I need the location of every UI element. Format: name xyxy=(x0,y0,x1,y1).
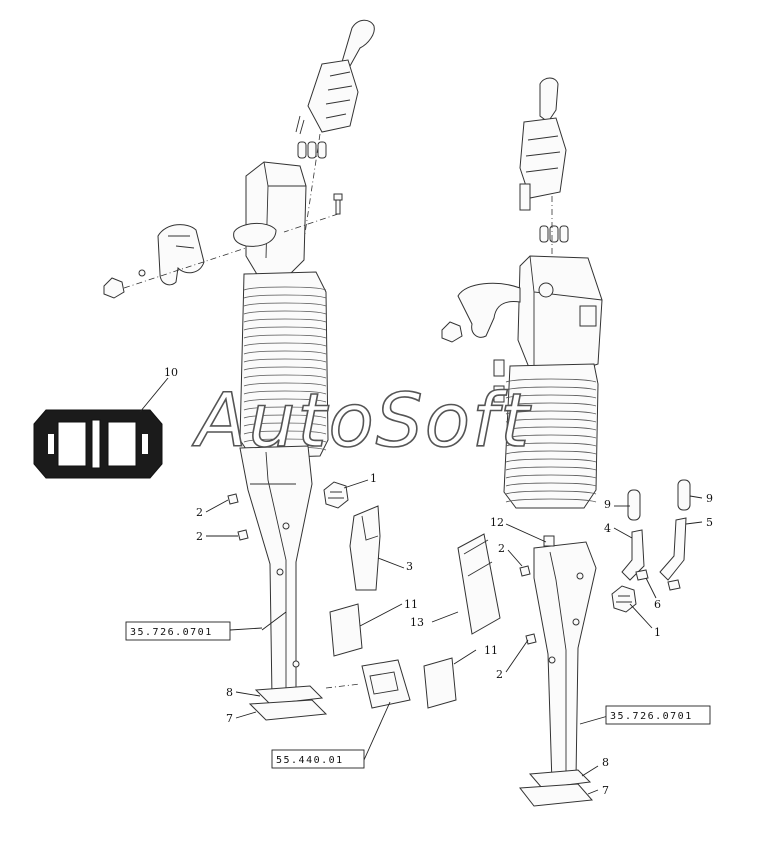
bellows-rib xyxy=(505,402,597,407)
callout-10: 10 xyxy=(164,366,178,379)
bellows-rib xyxy=(505,490,597,495)
right-bellows-boot xyxy=(503,363,599,509)
bellows-rib xyxy=(505,450,597,455)
left-bracket-55-440 xyxy=(361,659,411,709)
bellows-rib xyxy=(243,310,327,315)
bellows-rib xyxy=(243,366,327,371)
bellows-rib xyxy=(505,410,597,415)
callout-1-left: 1 xyxy=(370,472,377,485)
bellows-rib xyxy=(243,422,327,427)
callout-2-right-b: 2 xyxy=(496,668,503,681)
bellows-rib xyxy=(243,382,327,387)
callout-5: 5 xyxy=(706,516,713,529)
bellows-rib xyxy=(243,302,327,307)
left-column-tube xyxy=(239,445,313,699)
right-side-tabs xyxy=(493,305,597,403)
left-column-head xyxy=(233,161,307,279)
callout-4: 4 xyxy=(604,522,611,535)
bellows-rib xyxy=(505,378,597,383)
bellows-rib xyxy=(505,458,597,463)
right-connector-clips xyxy=(539,225,569,243)
callout-8-right: 8 xyxy=(602,756,609,769)
left-joystick-handle xyxy=(295,19,375,135)
right-screws-part-2 xyxy=(519,565,537,645)
panel-part-10 xyxy=(33,409,163,479)
left-knob xyxy=(103,269,146,299)
bellows-rib xyxy=(243,318,327,323)
ref-label-left-bracket: 55.440.01 xyxy=(276,755,344,766)
right-knob xyxy=(441,321,463,343)
bellows-rib xyxy=(505,386,597,391)
callout-7-right: 7 xyxy=(602,784,609,797)
right-levers-parts-4-5-9 xyxy=(621,479,691,581)
ref-box-left-column[interactable]: 35.726.0701 xyxy=(125,621,231,641)
left-connector-clips xyxy=(297,141,327,159)
callout-9-right-lever: 9 xyxy=(706,492,713,505)
callout-8-left: 8 xyxy=(226,686,233,699)
bellows-rib xyxy=(243,326,327,331)
callout-12: 12 xyxy=(490,516,504,529)
callout-7-left: 7 xyxy=(226,712,233,725)
bellows-rib xyxy=(243,430,327,435)
bellows-rib xyxy=(243,286,327,291)
right-screws-part-6 xyxy=(635,569,681,591)
right-column-tube xyxy=(533,541,597,785)
right-joystick-handle xyxy=(519,77,567,211)
bellows-rib xyxy=(505,394,597,399)
callout-13: 13 xyxy=(410,616,424,629)
left-block-part-11b xyxy=(423,657,457,709)
callout-2-left-a: 2 xyxy=(196,506,203,519)
right-knob-part-1 xyxy=(611,585,637,613)
callout-1-right: 1 xyxy=(654,626,661,639)
right-column-head xyxy=(517,255,603,373)
ref-box-left-bracket[interactable]: 55.440.01 xyxy=(271,749,365,769)
bellows-rib xyxy=(243,342,327,347)
bellows-rib xyxy=(243,406,327,411)
bellows-rib xyxy=(243,398,327,403)
bellows-rib xyxy=(243,350,327,355)
bellows-rib xyxy=(505,482,597,487)
bellows-rib xyxy=(505,426,597,431)
bellows-rib xyxy=(243,374,327,379)
bellows-rib xyxy=(243,334,327,339)
bellows-rib xyxy=(243,390,327,395)
left-knob-part-1 xyxy=(323,481,349,509)
callout-3-left: 3 xyxy=(406,560,413,573)
callout-11-left-b: 11 xyxy=(484,644,498,657)
left-gasket-rings xyxy=(248,685,328,721)
callout-6: 6 xyxy=(654,598,661,611)
left-block-part-11 xyxy=(329,603,363,657)
callout-2-left-b: 2 xyxy=(196,530,203,543)
bellows-rib xyxy=(505,466,597,471)
bellows-rib xyxy=(505,474,597,479)
ref-label-right-column: 35.726.0701 xyxy=(610,711,693,722)
watermark: AutoSoft xyxy=(192,378,532,464)
callout-11-left-a: 11 xyxy=(404,598,418,611)
left-bracket-part-3 xyxy=(349,505,381,591)
callout-9-left-lever: 9 xyxy=(604,498,611,511)
bellows-rib xyxy=(505,434,597,439)
right-gasket-rings xyxy=(519,769,594,807)
bellows-rib xyxy=(243,414,327,419)
bellows-rib xyxy=(505,498,597,503)
leader-lines xyxy=(139,377,703,795)
right-armrest-grip xyxy=(457,282,521,338)
bellows-rib xyxy=(505,418,597,423)
bellows-rib xyxy=(243,358,327,363)
ref-label-left-column: 35.726.0701 xyxy=(130,627,213,638)
left-part-13 xyxy=(457,533,501,635)
bellows-rib xyxy=(243,294,327,299)
callout-2-right-a: 2 xyxy=(498,542,505,555)
left-armrest-grip xyxy=(157,224,205,286)
bellows-rib xyxy=(243,438,327,443)
left-screw-small xyxy=(333,193,343,215)
bellows-rib xyxy=(505,442,597,447)
ref-box-right-column[interactable]: 35.726.0701 xyxy=(605,705,711,725)
right-part-12 xyxy=(543,535,555,547)
left-screws-part-2 xyxy=(227,493,249,541)
